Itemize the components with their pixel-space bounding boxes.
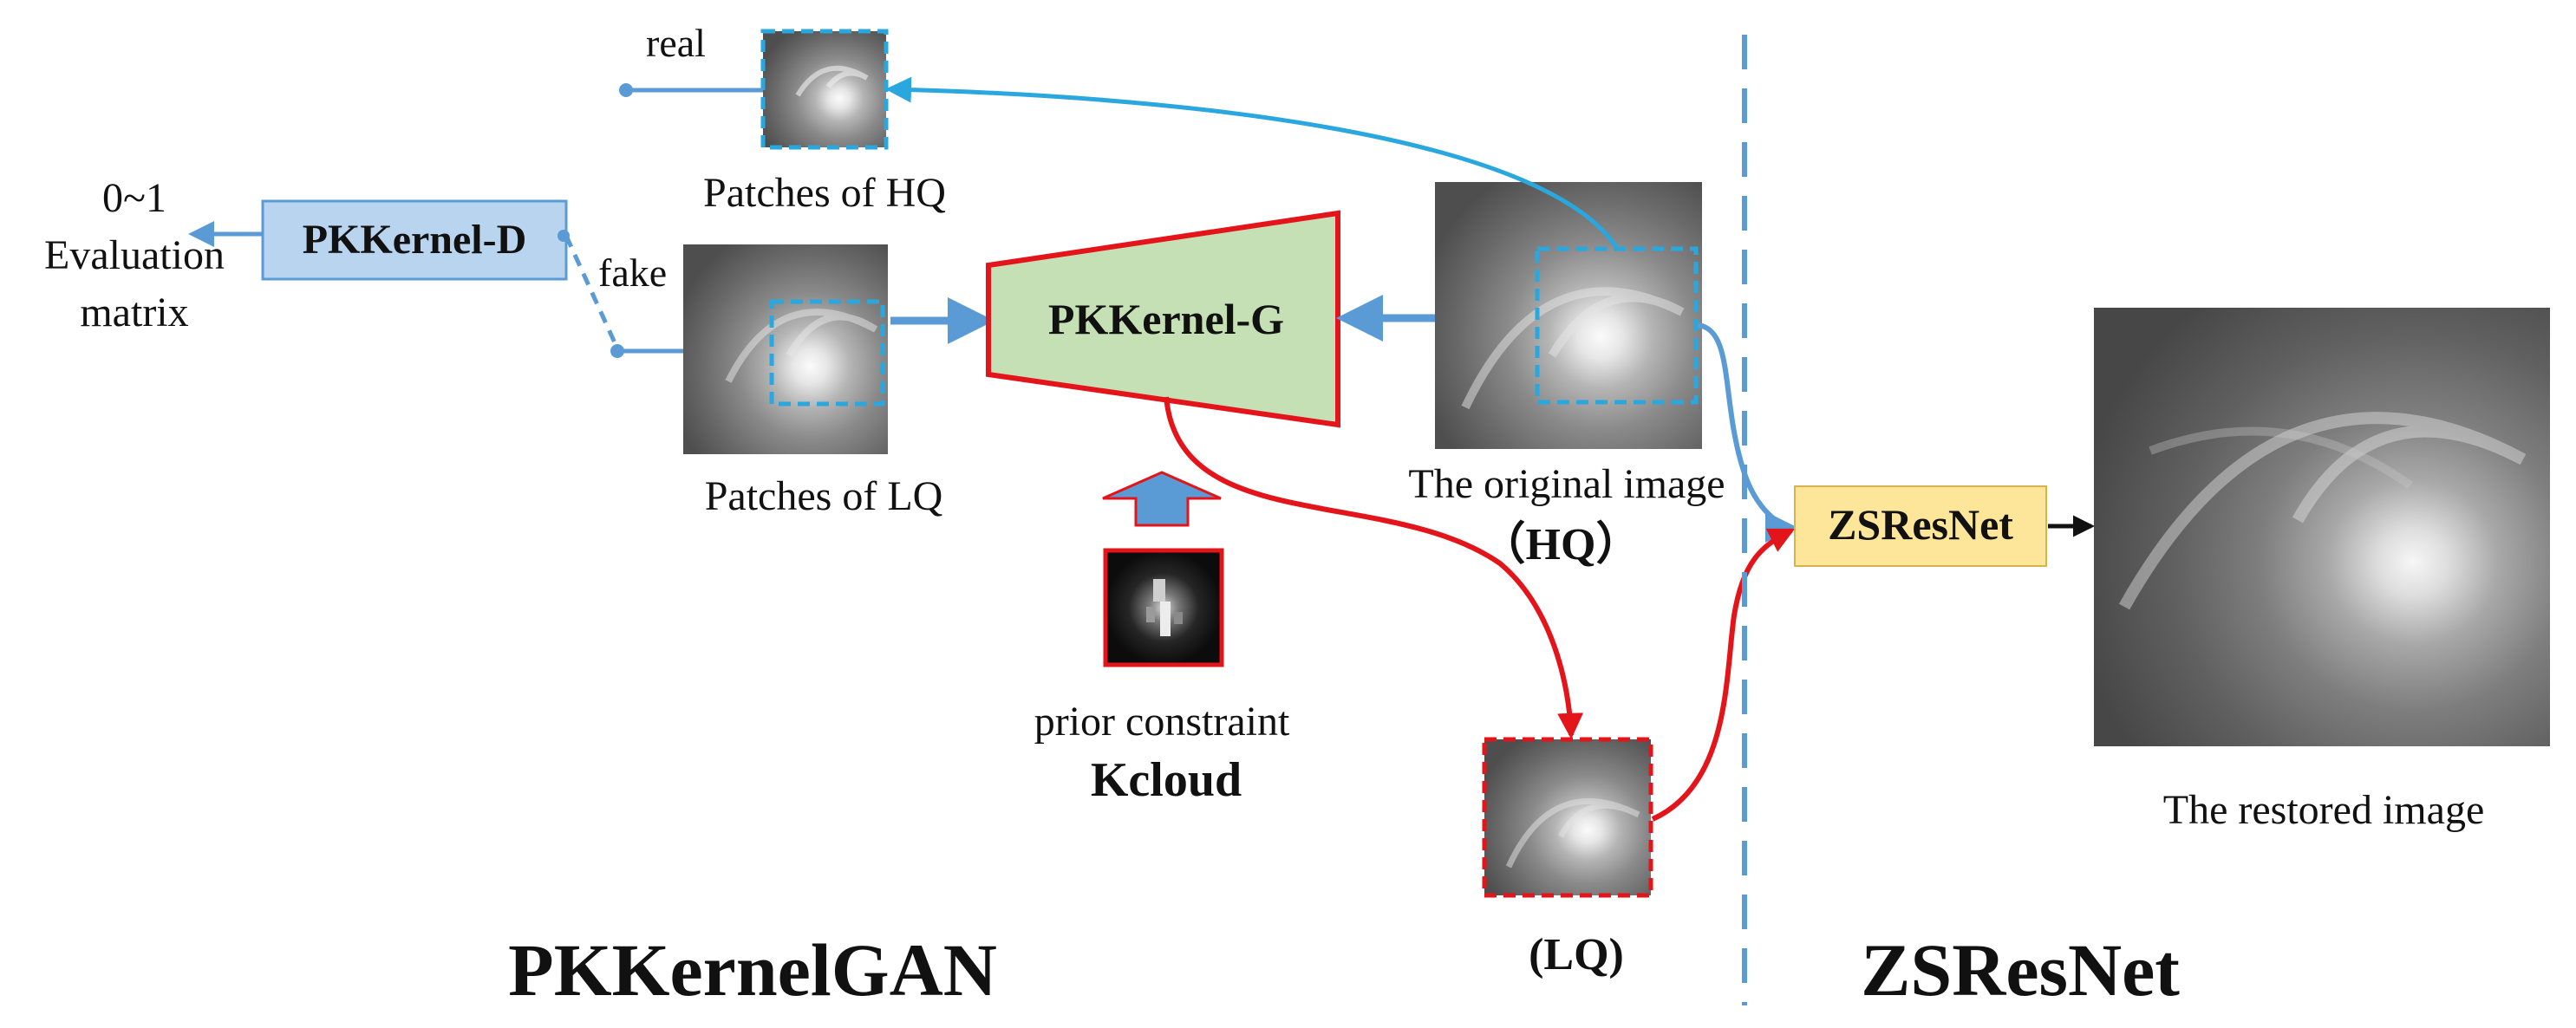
lq-tag: (LQ) [1529,930,1624,979]
hq-patches-caption: Patches of HQ [703,170,946,216]
kcloud-label: Kcloud [1091,753,1242,807]
prior-up-arrow [1102,471,1222,527]
hq-patch-image [760,29,889,150]
eval-line-1: 0~1 [102,175,166,221]
lq-image [1482,737,1653,898]
prior-caption: prior constraint [1034,699,1290,745]
lq-patch-image [683,244,888,454]
pkkernel-d-box [261,199,568,281]
zsresnet-label: ZSResNet [1828,500,2013,549]
pkkernelgan-title: PKKernelGAN [508,928,997,1012]
real-connector [619,83,763,97]
crop-to-hq-patch-arrow [885,76,1621,251]
original-hq-image [1435,182,1702,449]
lq-to-zsresnet-arrow [1651,528,1796,822]
kcloud-kernel-image [1103,548,1224,667]
g-to-lq-image-arrow [1164,396,1584,739]
original-caption: The original image [1408,461,1725,507]
pkkernel-d-label: PKKernel-D [303,217,527,263]
restored-image [2094,308,2550,746]
zsresnet-title: ZSResNet [1861,928,2180,1012]
hq-to-zsresnet-arrow [1697,322,1797,543]
real-label: real [646,21,706,65]
zsresnet-box [1794,485,2047,567]
restored-caption: The restored image [2163,787,2485,833]
fake-connector [558,230,683,358]
pkkernel-g-label: PKKernel-G [1048,295,1284,343]
pkkernel-g-shape [986,210,1340,428]
original-hq-tag: （HQ） [1481,519,1641,569]
fake-label: fake [598,250,667,295]
eval-line-3: matrix [80,290,188,335]
eval-line-2: Evaluation [44,232,225,278]
lq-patches-caption: Patches of LQ [705,473,943,519]
